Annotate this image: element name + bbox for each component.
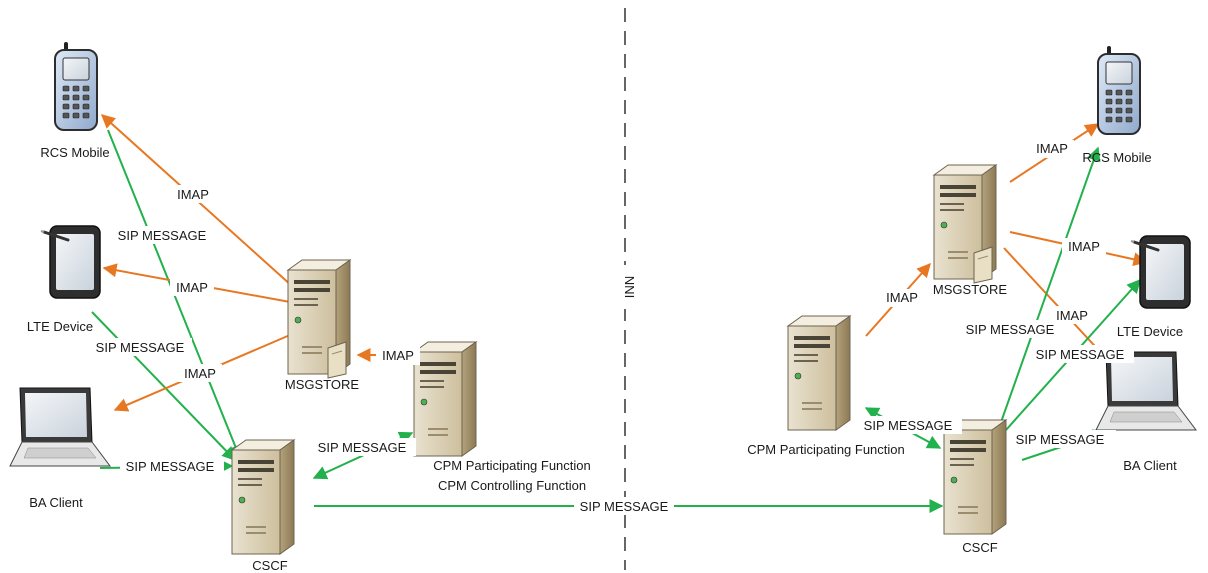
right-cscf-label: CSCF: [962, 540, 997, 555]
right-sip-lte-label: SIP MESSAGE: [1036, 347, 1125, 362]
server-icon: [231, 439, 295, 555]
left-imap-lte-label: IMAP: [176, 280, 208, 295]
mobile-phone-icon: [1097, 45, 1141, 135]
tablet-icon: [1129, 234, 1192, 310]
left-rcs-mobile-label: RCS Mobile: [40, 145, 109, 160]
left-imap-ba-label: IMAP: [184, 366, 216, 381]
right-edge-sip-mobile: [999, 146, 1101, 426]
left-lte-device: LTE Device: [27, 224, 102, 334]
server-icon: [787, 315, 851, 431]
left-sip-cpm-label: SIP MESSAGE: [318, 440, 407, 455]
right-msgstore: MSGSTORE: [933, 165, 1007, 297]
left-cscf-label: CSCF: [252, 558, 287, 573]
left-imap-cpm-label: IMAP: [382, 348, 414, 363]
right-cpm-participating-label: CPM Participating Function: [747, 442, 905, 457]
server-icon: [943, 419, 1007, 535]
right-cpm-server: CPM Participating Function: [747, 315, 905, 457]
msgstore-server-icon: [934, 165, 996, 283]
left-cscf: CSCF: [231, 439, 295, 573]
right-sip-ba-label: SIP MESSAGE: [1016, 432, 1105, 447]
left-msgstore-label: MSGSTORE: [285, 377, 359, 392]
left-cpm-server: CPM Participating Function CPM Controlli…: [413, 341, 591, 493]
tablet-icon: [39, 224, 102, 300]
laptop-icon: [9, 387, 111, 467]
inter-sip-label: SIP MESSAGE: [580, 499, 669, 514]
right-imap-cpm-label: IMAP: [886, 290, 918, 305]
left-ba-client-label: BA Client: [29, 495, 83, 510]
server-icon: [413, 341, 477, 457]
right-msgstore-label: MSGSTORE: [933, 282, 1007, 297]
msgstore-server-icon: [288, 260, 350, 378]
right-imap-mobile-label: IMAP: [1036, 141, 1068, 156]
right-rcs-mobile-label: RCS Mobile: [1082, 150, 1151, 165]
right-imap-lte-label: IMAP: [1068, 239, 1100, 254]
left-cpm-participating-label: CPM Participating Function: [433, 458, 591, 473]
left-sip-ba-label: SIP MESSAGE: [126, 459, 215, 474]
right-ba-client: BA Client: [1095, 351, 1197, 473]
nni-label: NNI: [622, 276, 637, 298]
left-sip-lte-label: SIP MESSAGE: [96, 340, 185, 355]
left-imap-mobile-label: IMAP: [177, 187, 209, 202]
left-cpm-controlling-label: CPM Controlling Function: [438, 478, 586, 493]
mobile-phone-icon: [54, 41, 98, 131]
left-sip-mobile-label: SIP MESSAGE: [118, 228, 207, 243]
left-edge-sip-lte: [91, 311, 236, 462]
right-sip-mobile-label: SIP MESSAGE: [966, 322, 1055, 337]
laptop-icon: [1095, 351, 1197, 431]
left-lte-device-label: LTE Device: [27, 319, 93, 334]
right-lte-device-label: LTE Device: [1117, 324, 1183, 339]
right-lte-device: LTE Device: [1117, 234, 1192, 339]
right-cscf: CSCF: [943, 419, 1007, 555]
left-ba-client: BA Client: [9, 387, 111, 510]
right-imap-ba-label: IMAP: [1056, 308, 1088, 323]
right-rcs-mobile: RCS Mobile: [1082, 45, 1152, 165]
right-sip-cpm-label: SIP MESSAGE: [864, 418, 953, 433]
right-ba-client-label: BA Client: [1123, 458, 1177, 473]
left-msgstore: MSGSTORE: [285, 260, 359, 392]
left-rcs-mobile: RCS Mobile: [40, 41, 110, 160]
